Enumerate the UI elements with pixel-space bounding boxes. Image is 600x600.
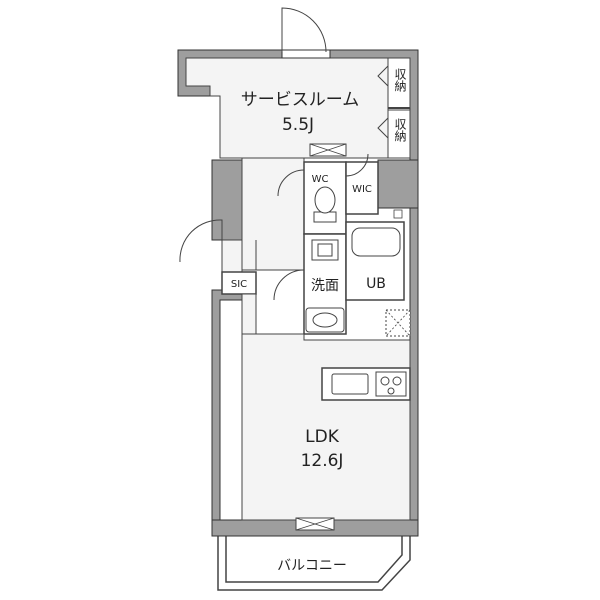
right-wall-lower (409, 207, 419, 536)
ldk-name: LDK (305, 427, 340, 447)
bathtub-icon (351, 227, 401, 257)
fan-vent-icon (393, 209, 403, 219)
washroom: 洗面 (273, 233, 347, 335)
storage-label-bottom: 収納 (393, 118, 407, 142)
washroom-door-swing-icon (273, 269, 305, 301)
closet-door-bottom-icon (377, 117, 389, 139)
fridge-space (385, 309, 411, 337)
kitchen (321, 367, 411, 401)
entrance-area: SIC (179, 219, 257, 335)
vent-cross-b (309, 143, 347, 157)
wic-label: WIC (352, 184, 372, 195)
stove-icon (375, 371, 407, 397)
burner-right-icon (392, 376, 402, 386)
ldk-size: 12.6J (301, 451, 344, 471)
right-wall-upper (377, 159, 419, 209)
fridge-cross-b (385, 309, 411, 337)
sic-label: SIC (231, 279, 247, 290)
left-wall-inner (219, 299, 243, 536)
storage-closets: 収納 収納 (377, 57, 411, 159)
wc-room: WC (277, 161, 347, 235)
ub-label: UB (366, 276, 386, 292)
toilet-bowl-icon (314, 186, 336, 214)
shoe-cabinet (241, 293, 257, 335)
balcony-label: バルコニー (277, 558, 347, 574)
top-door-swing-icon (281, 7, 327, 53)
corridor-floor (241, 157, 305, 271)
washing-machine-drum (317, 243, 333, 257)
burner-small-icon (387, 387, 395, 395)
left-wall-upper (211, 159, 243, 241)
wic-walls (345, 161, 379, 215)
balcony: バルコニー (217, 531, 411, 591)
storage-label-top: 収納 (393, 68, 407, 92)
sink-basin-icon (312, 312, 338, 328)
wc-door-swing-icon (277, 169, 305, 197)
top-door (281, 7, 331, 59)
burner-left-icon (380, 376, 390, 386)
wic-room: WIC (345, 153, 379, 215)
top-door-opening (281, 49, 331, 59)
sic-walls (221, 271, 257, 295)
service-room-size: 5.5J (282, 115, 314, 135)
storage-closet-bottom (387, 109, 411, 159)
wc-label: WC (312, 174, 329, 185)
washroom-label: 洗面 (311, 278, 339, 294)
unit-bath: UB (345, 209, 405, 301)
kitchen-sink-icon (331, 373, 369, 395)
balcony-window-cross-b (295, 517, 335, 531)
entrance-door-swing-icon (179, 219, 223, 263)
closet-door-top-icon (377, 65, 389, 87)
wic-door-swing-icon (345, 153, 369, 177)
service-room-name: サービスルーム (241, 90, 360, 110)
